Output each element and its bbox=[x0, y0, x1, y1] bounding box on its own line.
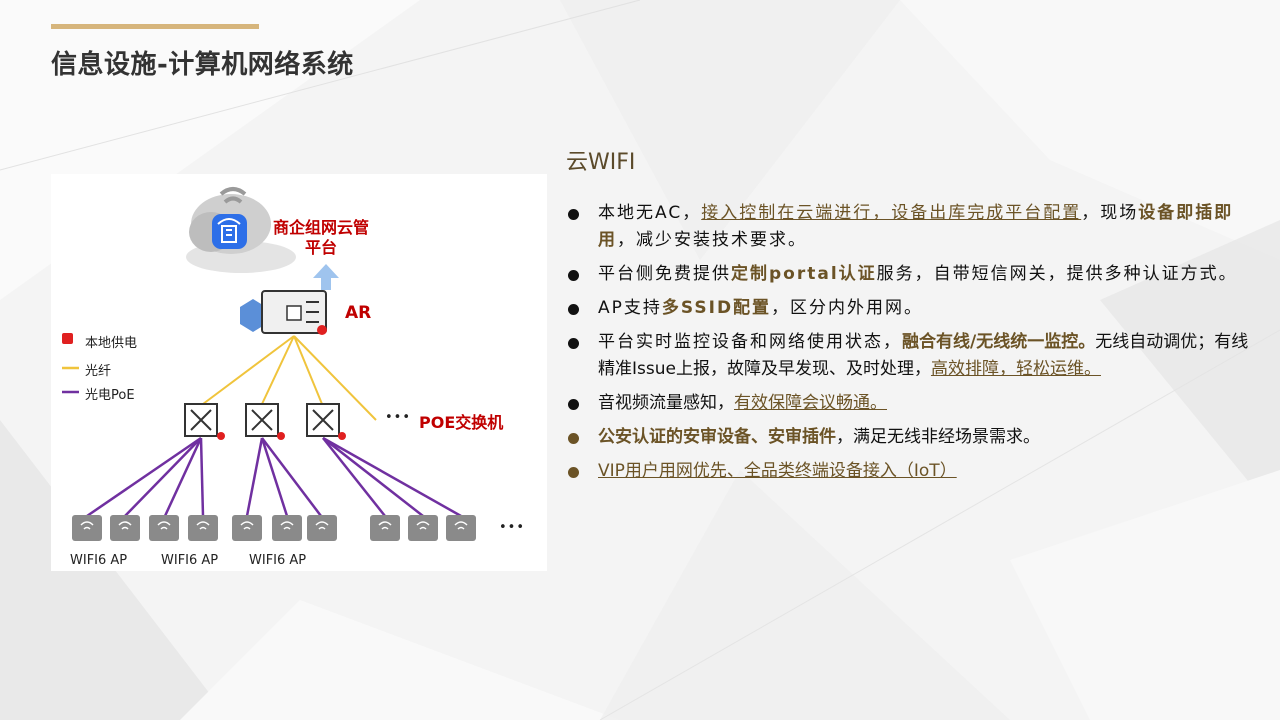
page-title: 信息设施-计算机网络系统 bbox=[51, 50, 354, 80]
poe-links bbox=[86, 436, 462, 518]
list-item-text: 平台实时监控设备和网络使用状态， bbox=[598, 332, 902, 352]
poe-switch-icon bbox=[306, 403, 346, 440]
section-title: 云WIFI bbox=[566, 150, 636, 175]
list-item-bold: 多SSID配置 bbox=[661, 298, 772, 318]
bullet-icon bbox=[568, 467, 579, 478]
list-item-text: 本地无AC， bbox=[598, 203, 702, 223]
feature-list: 本地无AC，接入控制在云端进行，设备出库完成平台配置，现场设备即插即用，减少安装… bbox=[568, 200, 1258, 492]
bullet-icon bbox=[568, 433, 579, 444]
network-diagram-graphic bbox=[62, 187, 476, 541]
list-item-text: 服务，自带短信网关，提供多种认证方式。 bbox=[876, 264, 1238, 284]
network-diagram: 商企组网云管 平台 AR ••• POE交换机 ••• 本地供电 光纤 光电Po… bbox=[51, 174, 547, 571]
list-item-bold: 定制portal认证 bbox=[731, 264, 877, 284]
list-item: 音视频流量感知，有效保障会议畅通。 bbox=[568, 390, 1258, 417]
router-icon bbox=[240, 290, 327, 335]
wifi6-ap-icons bbox=[72, 515, 476, 541]
cloud-platform-label-line1: 商企组网云管 bbox=[272, 218, 369, 237]
list-item-bold: 融合有线/无线统一监控。 bbox=[902, 332, 1096, 352]
list-item: 公安认证的安审设备、安审插件，满足无线非经场景需求。 bbox=[568, 424, 1258, 451]
router-label: AR bbox=[345, 303, 372, 323]
list-item-text: ，满足无线非经场景需求。 bbox=[836, 427, 1040, 447]
list-item-bold: 设备即插即用 bbox=[598, 203, 1234, 250]
list-item: AP支持多SSID配置，区分内外用网。 bbox=[568, 295, 1258, 322]
list-item-text: 无线自动调优；有线精准Issue上报，故障及早发现、及时处理， bbox=[598, 332, 1249, 379]
fiber-links bbox=[202, 335, 377, 421]
cloud-platform-label: 商企组网云管 平台 bbox=[266, 218, 376, 258]
bullet-icon bbox=[568, 209, 579, 220]
list-item-link[interactable]: VIP用户用网优先、全品类终端设备接入（IoT） bbox=[598, 461, 957, 481]
list-item-link[interactable]: 接入控制在云端进行，设备出库完成平台配置 bbox=[701, 203, 1082, 223]
legend-power-icon bbox=[62, 333, 73, 344]
upload-arrow-icon bbox=[313, 264, 339, 290]
bullet-icon bbox=[568, 399, 579, 410]
legend-power-label: 本地供电 bbox=[85, 336, 138, 351]
ap-label: WIFI6 AP bbox=[161, 553, 219, 568]
list-item-link[interactable]: 有效保障会议畅通。 bbox=[734, 393, 887, 413]
list-item: VIP用户用网优先、全品类终端设备接入（IoT） bbox=[568, 458, 1258, 485]
bullet-icon bbox=[568, 338, 579, 349]
switch-ellipsis: ••• bbox=[385, 410, 412, 425]
list-item-text: AP支持 bbox=[598, 298, 662, 318]
ap-ellipsis: ••• bbox=[499, 520, 526, 535]
ap-label: WIFI6 AP bbox=[70, 553, 128, 568]
list-item-text: ，现场 bbox=[1081, 203, 1139, 223]
list-item-text: 音视频流量感知， bbox=[598, 393, 734, 413]
bullet-icon bbox=[568, 304, 579, 315]
legend-poe-label: 光电PoE bbox=[85, 388, 135, 403]
legend-fiber-label: 光纤 bbox=[85, 364, 112, 379]
switch-label: POE交换机 bbox=[419, 413, 504, 432]
list-item-text: 平台侧免费提供 bbox=[598, 264, 731, 284]
list-item: 平台实时监控设备和网络使用状态，融合有线/无线统一监控。无线自动调优；有线精准I… bbox=[568, 329, 1258, 383]
cloud-platform-label-line2: 平台 bbox=[304, 238, 337, 257]
poe-switch-icon bbox=[184, 403, 225, 440]
list-item: 平台侧免费提供定制portal认证服务，自带短信网关，提供多种认证方式。 bbox=[568, 261, 1258, 288]
list-item-text: ，区分内外用网。 bbox=[771, 298, 924, 318]
bullet-icon bbox=[568, 270, 579, 281]
title-accent-bar bbox=[51, 24, 259, 29]
cloud-platform-icon bbox=[186, 187, 296, 273]
list-item: 本地无AC，接入控制在云端进行，设备出库完成平台配置，现场设备即插即用，减少安装… bbox=[568, 200, 1258, 254]
ap-label: WIFI6 AP bbox=[249, 553, 307, 568]
list-item-text: ，减少安装技术要求。 bbox=[617, 230, 807, 250]
list-item-bold: 公安认证的安审设备、安审插件 bbox=[598, 427, 836, 447]
list-item-link[interactable]: 高效排障，轻松运维。 bbox=[930, 359, 1101, 379]
poe-switch-icon bbox=[245, 403, 285, 440]
